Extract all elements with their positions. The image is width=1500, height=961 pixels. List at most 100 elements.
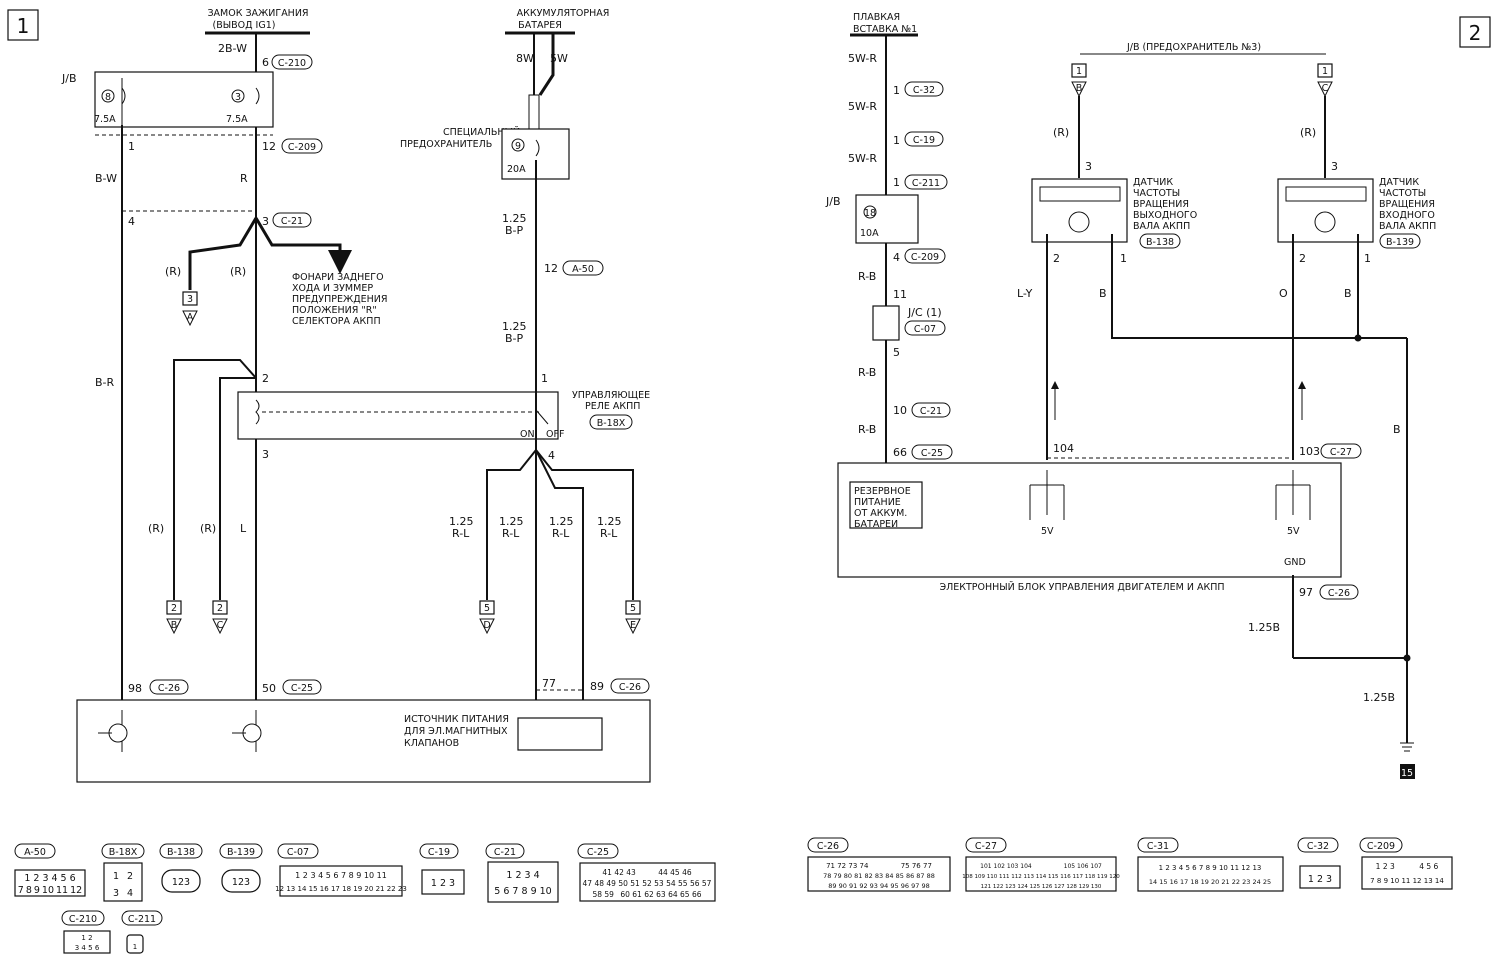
svg-text:78 79 80 81 82 83 84 85 86 87: 78 79 80 81 82 83 84 85 86 87 88 [823,872,935,880]
wire-ly-label: L-Y [1017,287,1033,300]
ref-c-right: C [1322,83,1329,94]
jb-box-right [855,194,919,244]
ref-2b: 2 [217,603,223,614]
svg-text:1 2 3: 1 2 3 [431,878,455,889]
ignition-label-2: (ВЫВОД IG1) [213,20,276,31]
pin-5: 5 [893,346,900,359]
svg-text:1 2: 1 2 [81,934,92,942]
wire-125-label: 1.25 [502,212,527,225]
wire-8w-label: 8W [516,52,534,65]
svg-text:1 2 3 4 5 6: 1 2 3 4 5 6 [1376,862,1439,871]
v5a: 5V [1041,526,1054,537]
wire-rb-2: R-B [858,366,876,379]
rl-name-3: R-L [552,527,570,540]
wire-5wr-1: 5W-R [848,52,877,65]
conn-face-c211 [126,934,144,954]
wire-5w-label: 5W [550,52,568,65]
pin-1e-right: 1 [1364,252,1371,265]
svg-text:121 122 123 124 125 126 127 12: 121 122 123 124 125 126 127 128 129 130 [981,884,1102,890]
svg-text:58 59 60 61 62 63 64 65 66: 58 59 60 61 62 63 64 65 66 [592,890,701,899]
svg-text:71 72 73 74 75 76 77: 71 72 73 74 75 76 77 [826,862,932,870]
ecu-label: ЭЛЕКТРОННЫЙ БЛОК УПРАВЛЕНИЯ ДВИГАТЕЛЕМ И… [939,581,1224,593]
wire-b3-label: B [1393,423,1401,436]
wire-r-label: R [240,172,248,185]
pin-3a-right: 3 [1085,160,1092,173]
conn-c211: C-211 [912,178,940,189]
conn-face-c07 [279,865,403,897]
output-sensor-label-1: ДАТЧИК [1133,177,1173,188]
pin-97: 97 [1299,586,1313,599]
ref-b: B [171,620,178,631]
conn-c210: C-210 [278,58,306,69]
conn-face-label-c07: C-07 [287,847,309,858]
wire-r-paren4: (R) [200,522,216,535]
output-sensor-label-4: ВЫХОДНОГО [1133,210,1197,221]
svg-text:1 2 3: 1 2 3 [1308,874,1332,885]
pin-77: 77 [542,677,556,690]
conn-face-label-c21: C-21 [494,847,516,858]
wire-br-label: B-R [95,376,115,389]
conn-face-c25 [579,862,716,902]
conn-face-label-c19: C-19 [428,847,450,858]
input-sensor-label-4: ВХОДНОГО [1379,210,1435,221]
svg-text:108 109 110 111 112 113 114 11: 108 109 110 111 112 113 114 115 116 117 … [962,874,1120,880]
reverse-label-4: ПОЛОЖЕНИЯ "R" [292,305,377,316]
battery-label-1: АККУМУЛЯТОРНАЯ [517,8,610,19]
special-fuse-label-2: ПРЕДОХРАНИТЕЛЬ [400,139,492,150]
ref-c: C [217,620,224,631]
conn-face-label-c27: C-27 [975,841,997,852]
pin-104: 104 [1053,442,1074,455]
conn-c27: C-27 [1330,447,1352,458]
pin-89: 89 [590,680,604,693]
wire-bp-label: B-P [505,224,524,237]
conn-face-b139 [221,869,261,893]
pin-2a-right: 2 [1053,252,1060,265]
conn-face-label-c25: C-25 [587,847,609,858]
conn-face-label-b138: B-138 [167,847,195,858]
gnd-label: GND [1284,557,1306,568]
wire-r-paren1: (R) [165,265,181,278]
conn-face-b18x [103,862,143,902]
svg-text:41 42 43 44 45 46: 41 42 43 44 45 46 [602,868,691,877]
ref-5b: 5 [630,603,636,614]
page-number-right: 2 [1459,16,1491,48]
svg-text:3: 3 [113,888,119,899]
ref-d: D [483,620,490,631]
svg-text:3 4 5 6: 3 4 5 6 [75,944,100,952]
wire-r-paren2: (R) [230,265,246,278]
fusible-label-1: ПЛАВКАЯ [853,12,900,23]
fusible-label-2: ВСТАВКА №1 [853,24,917,35]
wire-r-paren3: (R) [148,522,164,535]
pin-6: 6 [262,56,269,69]
backup-label-3: ОТ АККУМ. [854,508,907,519]
wire-rb-3: R-B [858,423,876,436]
pin-50: 50 [262,682,276,695]
wire-o-label: O [1279,287,1288,300]
pin-4: 4 [128,215,135,228]
svg-text:14 15 16 17 18 19 20 21 22 23: 14 15 16 17 18 19 20 21 22 23 24 25 [1149,878,1271,886]
page-number-right-text: 2 [1469,21,1482,45]
pin-3b: 3 [262,448,269,461]
solenoid-label-1: ИСТОЧНИК ПИТАНИЯ [404,714,509,725]
pin-12: 12 [262,140,276,153]
reverse-label-3: ПРЕДУПРЕЖДЕНИЯ [292,294,387,305]
ref-2a: 2 [171,603,177,614]
rl-name-4: R-L [600,527,618,540]
input-sensor-label-3: ВРАЩЕНИЯ [1379,199,1435,210]
conn-face-label-c209: C-209 [1367,841,1395,852]
input-sensor-label-1: ДАТЧИК [1379,177,1419,188]
amp-20a: 20A [507,164,526,175]
wire-rb-1: R-B [858,270,876,283]
svg-text:1 2 3 4 5 6 7 8 9 10 11: 1 2 3 4 5 6 7 8 9 10 11 [295,871,387,880]
conn-c26b: C-26 [619,682,641,693]
relay-box [237,391,559,440]
pin-1b: 1 [541,372,548,385]
rl-wire-2: 1.25 [499,515,524,528]
ref-5a: 5 [484,603,490,614]
wire-125b2-label: 1.25B [1363,691,1395,704]
svg-text:5 6 7 8 9 10: 5 6 7 8 9 10 [494,886,551,897]
svg-text:12 13 14 15 16 17 18 19 20 21: 12 13 14 15 16 17 18 19 20 21 22 23 [275,885,407,893]
rl-wire-4: 1.25 [597,515,622,528]
